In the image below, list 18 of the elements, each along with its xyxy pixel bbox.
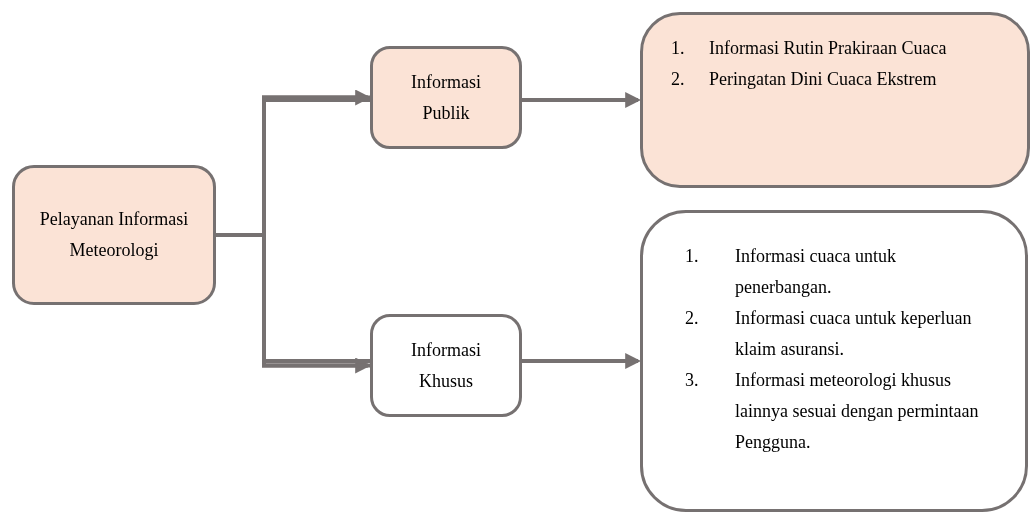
list-item-text: Informasi meteorologi khusus lainnya sesuai dengan permintaan Pengguna. <box>735 369 980 454</box>
box-label: Pelayanan Informasi Meteorologi <box>39 208 189 262</box>
list-number: 2. <box>671 68 686 91</box>
list-box <box>640 210 1028 512</box>
process-box <box>12 165 216 305</box>
list-item-text: Informasi Rutin Prakiraan Cuaca <box>709 37 948 60</box>
list-item-text: Informasi cuaca untuk keperluan klaim asuransi. <box>735 307 973 361</box>
process-box <box>370 314 522 417</box>
list-number: 2. <box>685 307 700 330</box>
process-box <box>370 46 522 149</box>
list-number: 1. <box>685 245 700 268</box>
box-label: Informasi Khusus <box>410 338 482 393</box>
list-number: 3. <box>685 369 700 392</box>
list-item-text: Peringatan Dini Cuaca Ekstrem <box>709 68 938 91</box>
list-number: 1. <box>671 37 686 60</box>
box-label: Informasi Publik <box>410 70 482 125</box>
list-box <box>640 12 1030 188</box>
list-item-text: Informasi cuaca untuk penerbangan. <box>735 245 897 299</box>
